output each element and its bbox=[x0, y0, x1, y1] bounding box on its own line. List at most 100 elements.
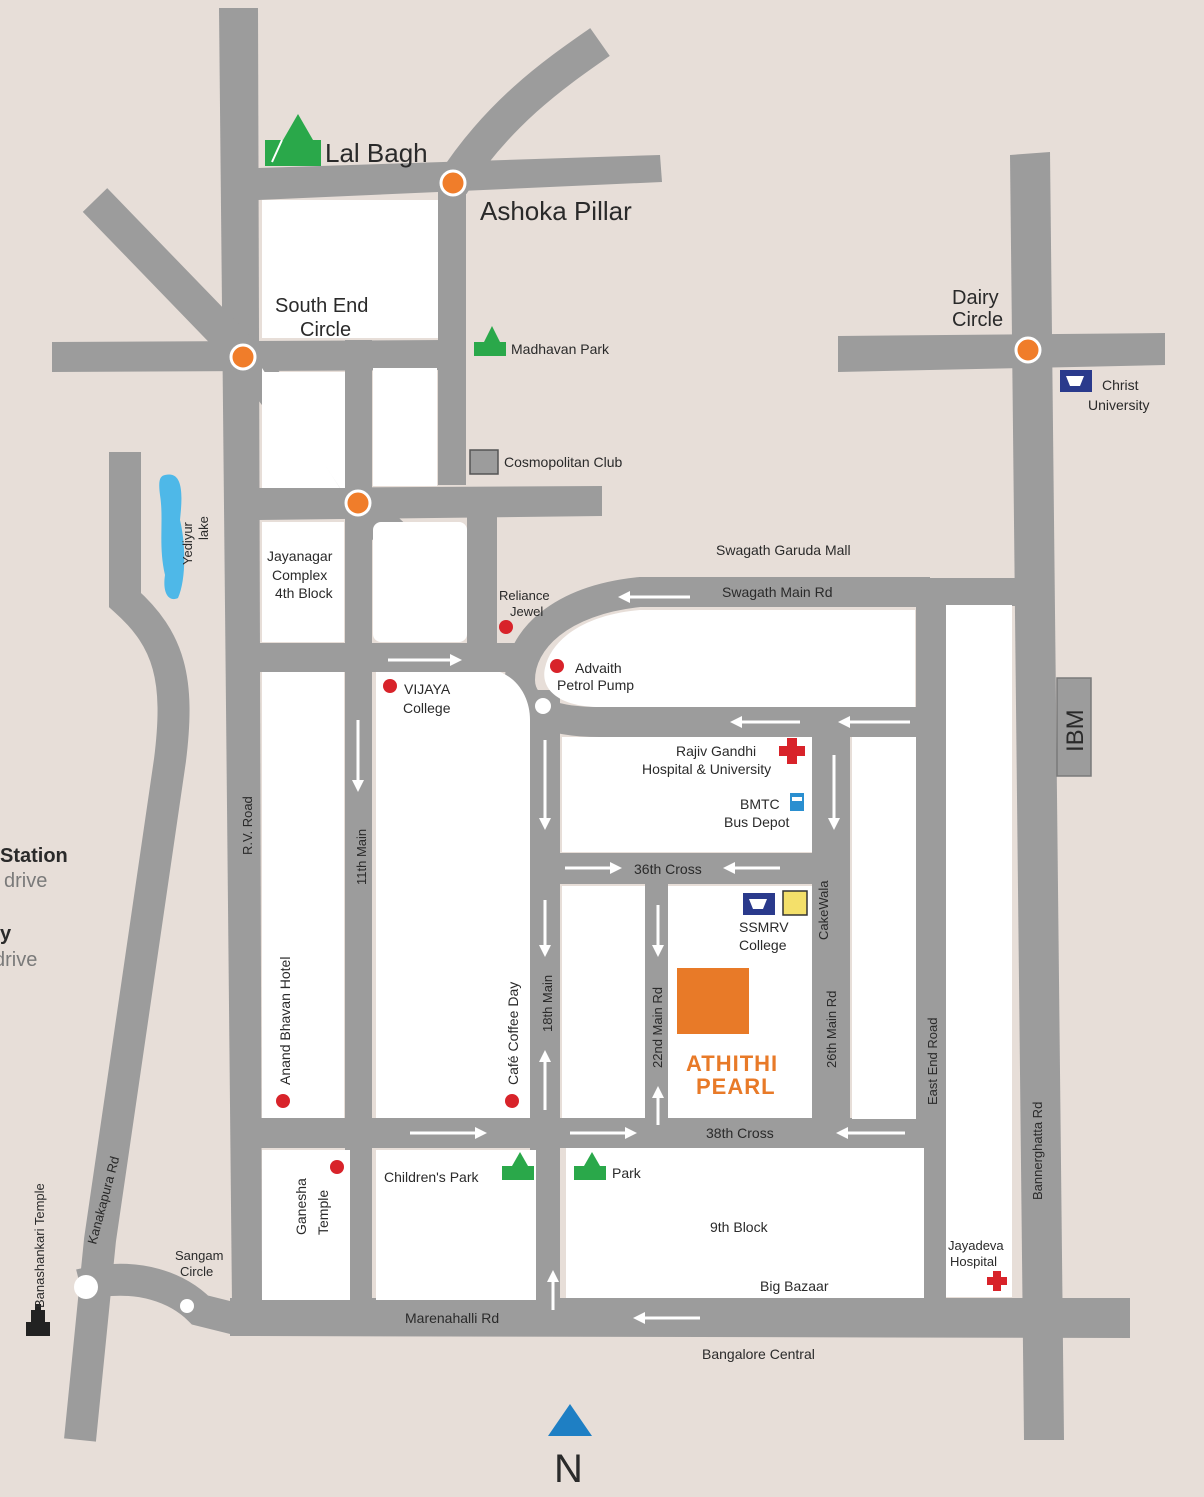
tree-icon bbox=[574, 1152, 606, 1180]
label-swagath-mall: Swagath Garuda Mall bbox=[716, 542, 851, 558]
label-lal-bagh: Lal Bagh bbox=[325, 138, 428, 168]
cakewala-icon bbox=[782, 890, 808, 916]
label-sangam-2: Circle bbox=[180, 1264, 213, 1279]
road-reliance-vertical bbox=[467, 515, 497, 650]
label-christ-1: Christ bbox=[1102, 377, 1139, 393]
label-yediyur-2: lake bbox=[196, 516, 211, 540]
ganesha-temple-dot bbox=[330, 1160, 344, 1174]
block-9th bbox=[566, 1148, 924, 1298]
junction-markers bbox=[74, 169, 1042, 1313]
label-sangam-1: Sangam bbox=[175, 1248, 223, 1263]
block-rajiv bbox=[562, 737, 812, 852]
label-jayadeva-2: Hospital bbox=[950, 1254, 997, 1269]
label-south-end-1: South End bbox=[275, 295, 368, 317]
label-dairy-2: Circle bbox=[952, 309, 1003, 331]
label-rajiv-1: Rajiv Gandhi bbox=[676, 743, 756, 759]
roundabout-marker bbox=[535, 698, 551, 714]
block-vijaya bbox=[376, 672, 530, 1118]
label-reliance-1: Reliance bbox=[499, 588, 550, 603]
temple-icon bbox=[26, 1304, 50, 1336]
label-22nd-main: 22nd Main Rd bbox=[650, 987, 665, 1068]
hospital-cross-icon bbox=[987, 1271, 1007, 1291]
label-jayanagar-3: 4th Block bbox=[275, 585, 334, 601]
university-icon bbox=[1060, 370, 1092, 392]
label-christ-2: University bbox=[1088, 397, 1149, 413]
label-park: Park bbox=[612, 1165, 642, 1181]
label-ganesha-1: Ganesha bbox=[293, 1178, 309, 1235]
label-jayanagar-2: Complex bbox=[272, 567, 327, 583]
block-ganesha bbox=[262, 1150, 350, 1300]
tree-icon bbox=[502, 1152, 534, 1180]
label-reliance-2: Jewel bbox=[510, 604, 543, 619]
label-26th-main: 26th Main Rd bbox=[824, 991, 839, 1068]
reliance-jewel-dot bbox=[499, 620, 513, 634]
road-26th-main bbox=[812, 735, 850, 1140]
road-ashoka-curve bbox=[437, 28, 610, 195]
road-rv-road bbox=[219, 8, 262, 1305]
anand-bhavan-dot bbox=[276, 1094, 290, 1108]
university-icon bbox=[743, 893, 775, 915]
label-banashankari: Banashankari Temple bbox=[32, 1183, 47, 1308]
project-building bbox=[677, 968, 749, 1034]
road-swagath-right bbox=[920, 578, 1016, 606]
label-marenahalli: Marenahalli Rd bbox=[405, 1310, 499, 1326]
side-line-2: drive bbox=[4, 870, 47, 892]
label-anand-bhavan: Anand Bhavan Hotel bbox=[277, 957, 293, 1085]
block-south-end bbox=[262, 200, 438, 338]
block-advaith bbox=[544, 610, 915, 707]
label-rv-road: R.V. Road bbox=[240, 796, 255, 855]
road-jayanagar-cross bbox=[258, 643, 520, 672]
vijaya-dot bbox=[383, 679, 397, 693]
label-advaith-2: Petrol Pump bbox=[557, 677, 634, 693]
side-line-4: drive bbox=[0, 949, 37, 971]
label-cakewala: CakeWala bbox=[816, 880, 831, 940]
road-bannerghatta bbox=[1010, 152, 1064, 1440]
label-ashoka-pillar: Ashoka Pillar bbox=[480, 196, 632, 226]
label-south-end-2: Circle bbox=[300, 319, 351, 341]
junction-marker bbox=[344, 489, 372, 517]
label-jayadeva-1: Jayadeva bbox=[948, 1238, 1004, 1253]
label-yediyur-1: Yediyur bbox=[180, 521, 195, 565]
label-childrens-park: Children's Park bbox=[384, 1169, 479, 1185]
label-athithi: ATHITHI bbox=[686, 1051, 778, 1076]
road-ashoka-vertical bbox=[438, 185, 466, 485]
road-cross-upper bbox=[258, 486, 602, 520]
sangam-roundabout bbox=[180, 1299, 194, 1313]
label-18th-main: 18th Main bbox=[540, 975, 555, 1032]
cafe-coffee-day-dot bbox=[505, 1094, 519, 1108]
label-36th-cross: 36th Cross bbox=[634, 861, 702, 877]
tree-icon bbox=[474, 326, 506, 356]
label-madhavan-park: Madhavan Park bbox=[511, 341, 610, 357]
label-vijaya-2: College bbox=[403, 700, 451, 716]
dairy-circle-marker bbox=[1014, 336, 1042, 364]
bus-icon bbox=[790, 793, 804, 811]
label-9th-block: 9th Block bbox=[710, 1219, 769, 1235]
one-way-arrows bbox=[352, 591, 910, 1324]
label-big-bazaar: Big Bazaar bbox=[760, 1278, 829, 1294]
label-bmtc-2: Bus Depot bbox=[724, 814, 789, 830]
hospital-cross-icon bbox=[779, 738, 805, 764]
label-11th-main: 11th Main bbox=[354, 829, 369, 885]
label-vijaya-1: VIJAYA bbox=[404, 681, 451, 697]
label-pearl: PEARL bbox=[696, 1074, 776, 1099]
label-cosmopolitan-club: Cosmopolitan Club bbox=[504, 454, 622, 470]
label-ssmrv-1: SSMRV bbox=[739, 919, 789, 935]
compass-label: N bbox=[554, 1447, 583, 1491]
banashankari-roundabout bbox=[74, 1275, 98, 1299]
advaith-dot bbox=[550, 659, 564, 673]
block-jayadeva bbox=[946, 605, 1012, 1297]
label-jayanagar-1: Jayanagar bbox=[267, 548, 333, 564]
block-anand bbox=[262, 672, 344, 1118]
label-ganesha-2: Temple bbox=[315, 1190, 331, 1235]
road-swagath-loop bbox=[504, 577, 930, 737]
label-dairy-1: Dairy bbox=[952, 287, 999, 309]
label-cafe-coffee-day: Café Coffee Day bbox=[505, 982, 521, 1085]
tree-icon bbox=[265, 114, 321, 166]
label-bmtc-1: BMTC bbox=[740, 796, 780, 812]
road-36th-cross bbox=[558, 853, 820, 884]
block-cosmo-below bbox=[373, 522, 467, 642]
block-small-right bbox=[373, 368, 437, 486]
side-line-1: Station bbox=[0, 845, 68, 867]
block-22nd-left bbox=[562, 886, 645, 1118]
road-kanakapura bbox=[64, 452, 190, 1442]
